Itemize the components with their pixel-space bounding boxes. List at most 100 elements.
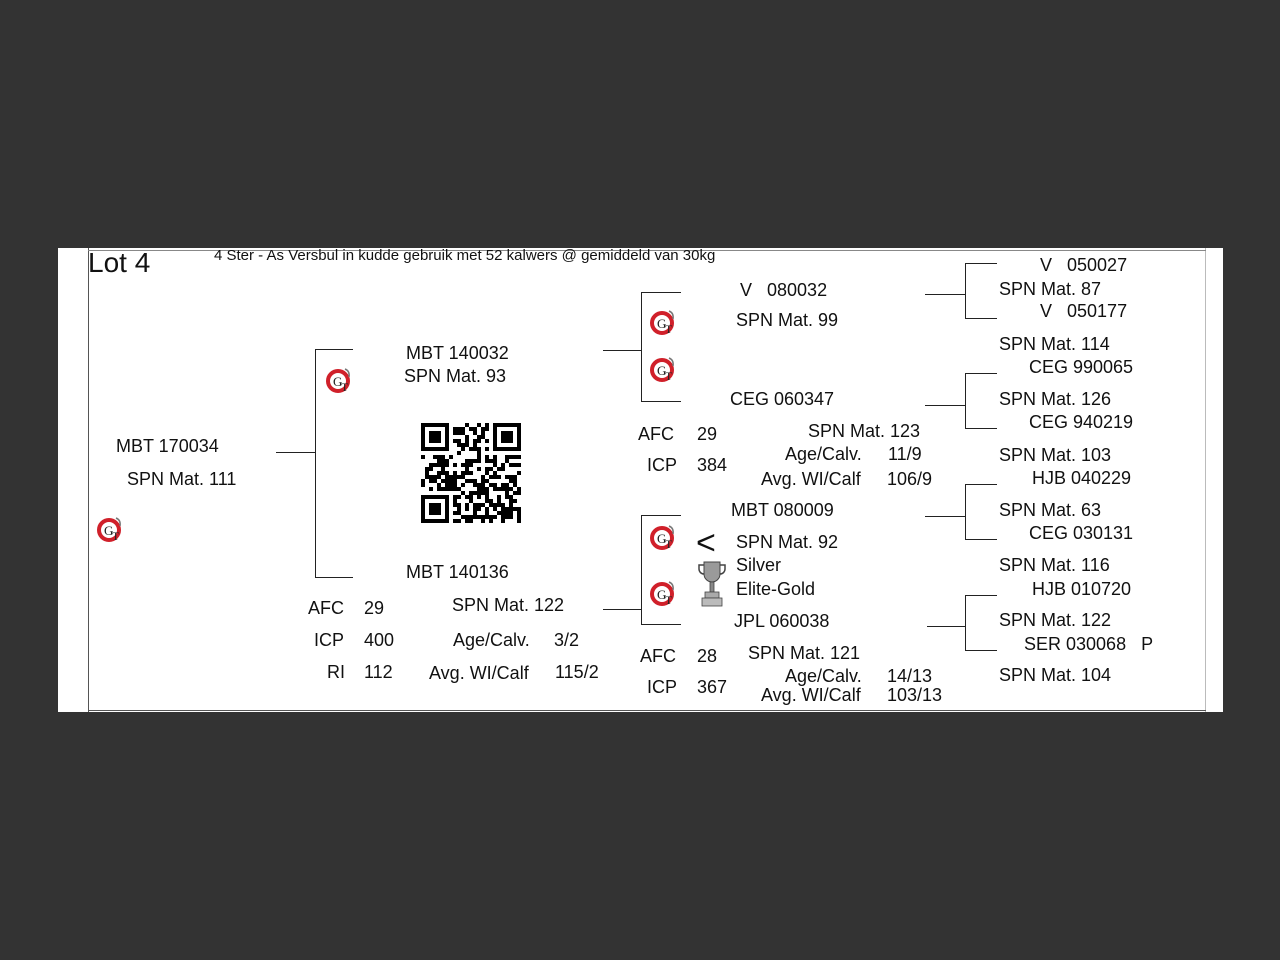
dam-ri-label: RI [327, 662, 345, 682]
connector [641, 515, 681, 516]
gen4-mat: SPN Mat. 126 [999, 389, 1112, 409]
ds-id: MBT 080009 [731, 500, 834, 520]
connector [965, 650, 997, 651]
sd-age: 11/9 [888, 444, 922, 464]
sd-wi: 106/9 [887, 469, 933, 489]
gen4-id: V 050027 [1040, 255, 1128, 275]
connector [641, 515, 642, 625]
svg-text:T: T [665, 369, 673, 383]
connector [641, 624, 681, 625]
connector [965, 595, 997, 596]
svg-text:T: T [112, 529, 120, 543]
sd-age-label: Age/Calv. [785, 444, 862, 464]
dam-mat: SPN Mat. 122 [452, 595, 565, 615]
connector [965, 595, 966, 651]
gen4-id: SER 030068 P [1024, 634, 1154, 654]
dd-icp-label: ICP [647, 677, 678, 697]
right-border [1205, 248, 1206, 712]
dam-id: MBT 140136 [406, 562, 509, 582]
ss-mat: SPN Mat. 99 [736, 310, 839, 330]
connector [925, 294, 966, 295]
svg-text:G: G [104, 523, 113, 538]
connector [965, 318, 997, 319]
dam-age: 3/2 [554, 630, 580, 650]
dam-wi-label: Avg. WI/Calf [429, 663, 529, 683]
svg-text:T: T [665, 322, 673, 336]
connector [965, 484, 966, 540]
less-than-icon: < [696, 524, 716, 562]
connector [603, 609, 642, 610]
connector [276, 452, 316, 453]
dd-mat: SPN Mat. 121 [748, 643, 861, 663]
gen4-id: CEG 030131 [1029, 523, 1134, 543]
gen4-mat: SPN Mat. 87 [999, 279, 1102, 299]
sire-mat: SPN Mat. 93 [404, 366, 507, 386]
connector [965, 373, 997, 374]
sd-wi-label: Avg. WI/Calf [761, 469, 861, 489]
connector [965, 263, 997, 264]
dam-afc-label: AFC [308, 598, 344, 618]
connector [315, 349, 353, 350]
dam-icp: 400 [364, 630, 395, 650]
svg-text:G: G [657, 531, 666, 546]
dd-wi: 103/13 [887, 685, 943, 705]
subject-mat: SPN Mat. 111 [127, 469, 237, 489]
connector [641, 292, 642, 402]
connector [927, 626, 966, 627]
connector [315, 577, 353, 578]
gen4-mat: SPN Mat. 104 [999, 665, 1112, 685]
sd-afc-label: AFC [638, 424, 674, 444]
sd-icp: 384 [697, 455, 728, 475]
subject-id: MBT 170034 [116, 436, 219, 456]
gen4-id: HJB 040229 [1032, 468, 1132, 488]
gen4-mat: SPN Mat. 116 [999, 555, 1110, 575]
top-border [88, 250, 1206, 251]
trophy-icon [696, 560, 728, 617]
dd-icp: 367 [697, 677, 728, 697]
dam-wi: 115/2 [555, 662, 599, 682]
dd-wi-label: Avg. WI/Calf [761, 685, 861, 705]
ds-mat: SPN Mat. 92 [736, 532, 839, 552]
svg-text:T: T [341, 380, 349, 394]
connector [965, 263, 966, 319]
dd-id: JPL 060038 [734, 611, 830, 631]
bottom-border [88, 710, 1206, 711]
gen4-id: CEG 940219 [1029, 412, 1134, 432]
gen4-mat: SPN Mat. 114 [999, 334, 1110, 354]
pedigree-sheet: Lot 4 4 Ster - As Versbul in kudde gebru… [58, 248, 1223, 712]
dd-age-label: Age/Calv. [785, 666, 862, 686]
ds-award-elite-gold: Elite-Gold [736, 579, 816, 599]
left-border [88, 248, 89, 712]
svg-text:G: G [657, 316, 666, 331]
dd-afc-label: AFC [640, 646, 676, 666]
connector [925, 516, 966, 517]
qr-code [421, 423, 521, 528]
dd-afc: 28 [697, 646, 718, 666]
ds-award-silver: Silver [736, 555, 782, 575]
connector [641, 292, 681, 293]
svg-text:G: G [657, 363, 666, 378]
gen4-id: HJB 010720 [1032, 579, 1132, 599]
connector [965, 484, 997, 485]
connector [925, 405, 966, 406]
dam-icp-label: ICP [314, 630, 345, 650]
connector [965, 428, 997, 429]
lot-note: 4 Ster - As Versbul in kudde gebruik met… [214, 247, 716, 264]
connector [603, 350, 642, 351]
ss-id: V 080032 [740, 280, 828, 300]
sire-id: MBT 140032 [406, 343, 509, 363]
dam-ri: 112 [364, 662, 393, 682]
sd-icp-label: ICP [647, 455, 678, 475]
sd-mat: SPN Mat. 123 [808, 421, 921, 441]
lot-title: Lot 4 [88, 247, 151, 278]
dam-age-label: Age/Calv. [453, 630, 530, 650]
dd-age: 14/13 [887, 666, 933, 686]
gen4-id: V 050177 [1040, 301, 1128, 321]
gen4-mat: SPN Mat. 63 [999, 500, 1102, 520]
